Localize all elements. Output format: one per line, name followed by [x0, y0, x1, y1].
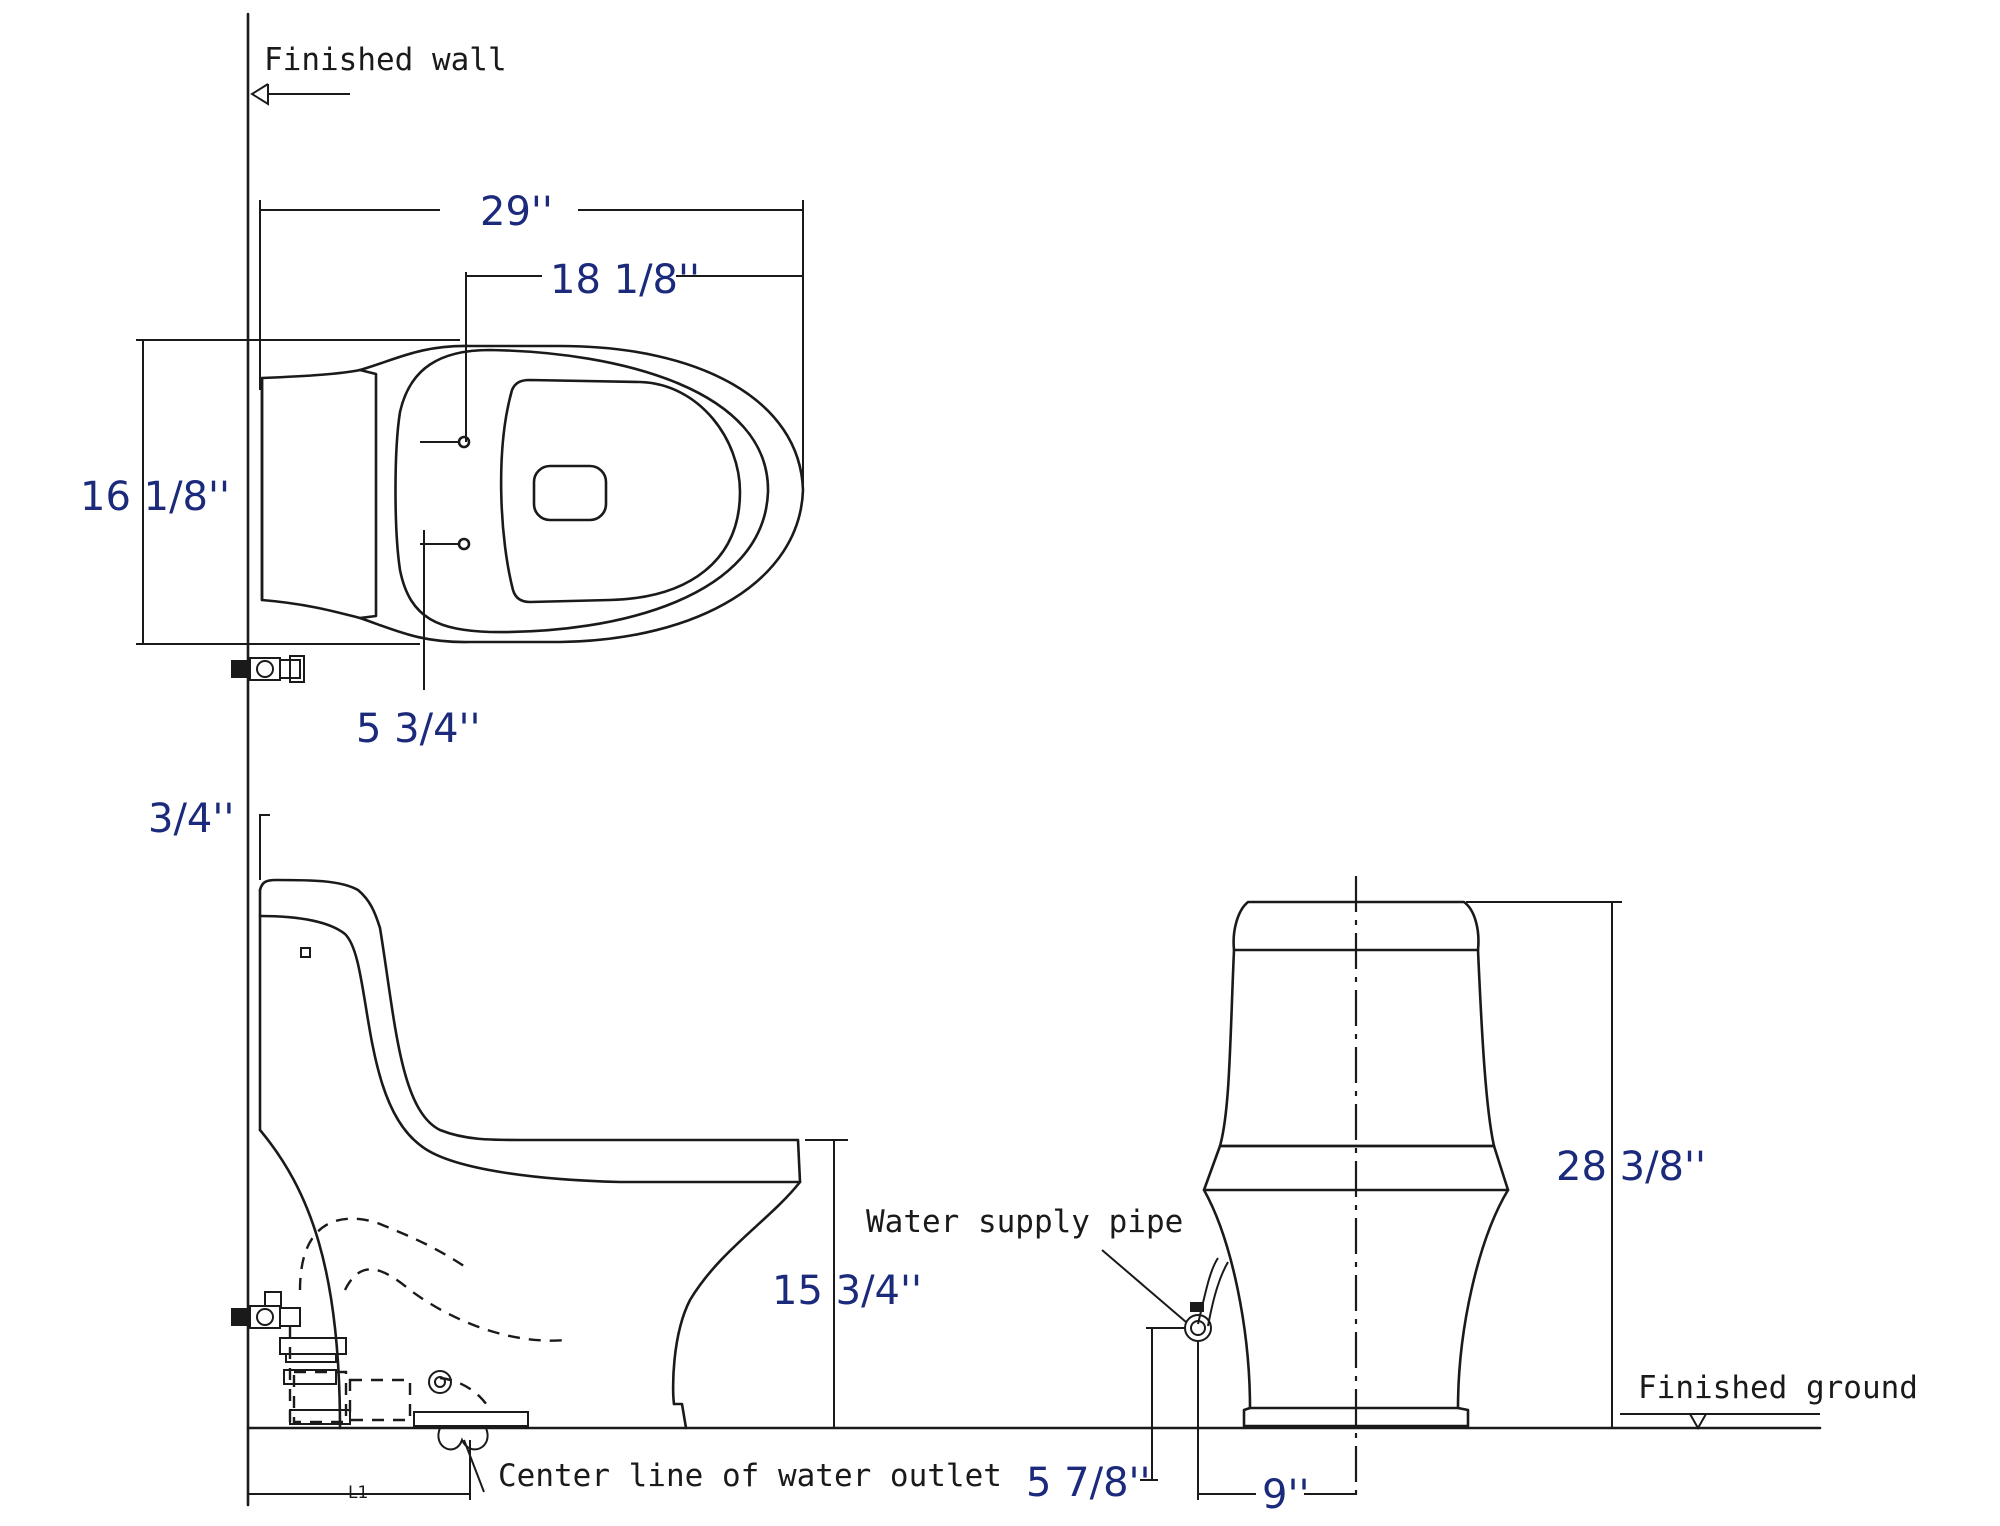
dim-seat-height: 15 3/4''	[772, 1268, 922, 1314]
dim-supply-height: 5 7/8''	[1026, 1460, 1151, 1506]
dim-wall-gap: 3/4''	[148, 796, 234, 842]
finished-ground-label: Finished ground	[1638, 1370, 1918, 1406]
finished-ground: Finished ground	[246, 1370, 1918, 1431]
center-line-outlet-label: Center line of water outlet	[498, 1458, 1002, 1494]
finished-wall-label: Finished wall	[264, 42, 507, 78]
water-supply-pipe-label: Water supply pipe	[866, 1204, 1183, 1240]
dim-l1: L1	[348, 1483, 368, 1503]
dim-overall-length: 29''	[480, 189, 553, 235]
side-view: 3/4'' 15 3/4''	[148, 796, 1002, 1503]
supply-valve-side-icon	[231, 1291, 351, 1425]
finished-wall: Finished wall	[246, 12, 507, 1507]
dim-seat-hinge-to-front: 18 1/8''	[550, 257, 700, 303]
front-view: 28 3/8'' Water supply pipe 5 7/8'' 9''	[866, 876, 1706, 1518]
top-view: 29'' 18 1/8'' 16 1/8'' 5 3/4''	[80, 189, 805, 752]
dim-half-width: 9''	[1262, 1472, 1309, 1518]
dim-overall-height: 28 3/8''	[1556, 1144, 1706, 1190]
dim-supply-offset: 5 3/4''	[356, 706, 481, 752]
supply-valve-top-icon	[231, 655, 305, 683]
dim-overall-width: 16 1/8''	[80, 474, 230, 520]
